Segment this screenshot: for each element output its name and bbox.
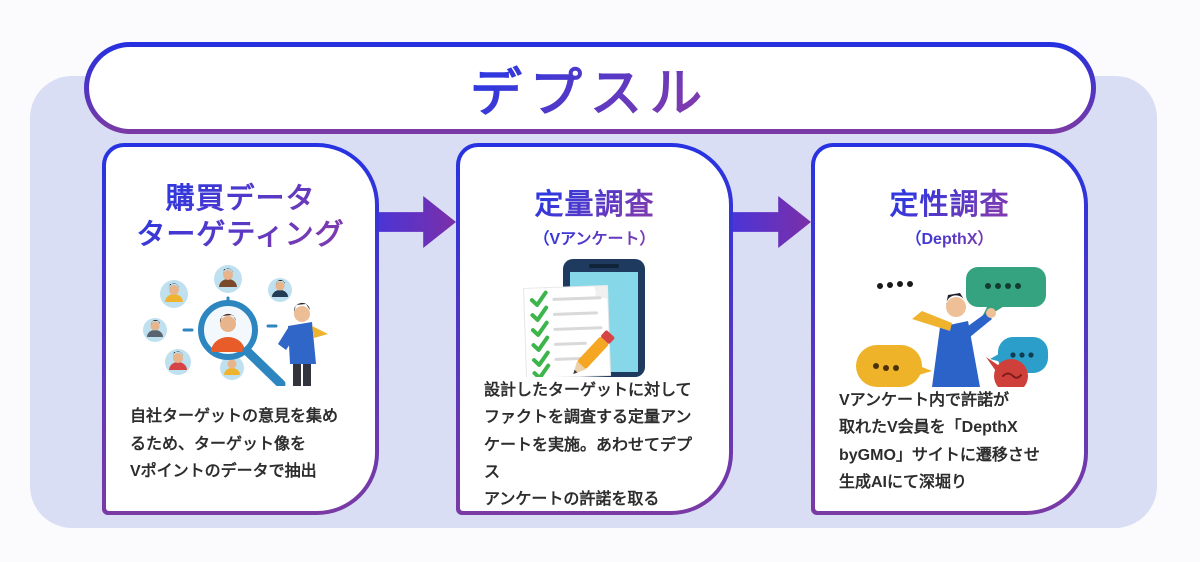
interview-discussion-illustration: [855, 267, 1048, 388]
speech-bubble-yellow-icon: [855, 345, 932, 388]
page-title: デプスル: [470, 51, 710, 126]
card-quantitative-survey: 定量調査 （Vアンケート）: [456, 143, 733, 515]
card-description: 設計したターゲットに対して ファクトを調査する定量アン ケートを実施。あわせてデ…: [484, 382, 693, 508]
title-banner: デプスル: [84, 42, 1096, 134]
pencil-icon: [572, 330, 614, 375]
checklist-paper-icon: [522, 285, 611, 378]
card-quantitative-survey-body: 定量調査 （Vアンケート）: [460, 147, 729, 511]
avatar-circles-icon: [142, 264, 292, 380]
speaker-figure-icon: [911, 293, 996, 388]
analyst-figure-icon: [277, 302, 328, 386]
ellipsis-dots-icon: [876, 281, 913, 290]
card-purchase-data-targeting: 購買データ ターゲティング: [102, 143, 379, 515]
card-heading: 定量調査: [534, 187, 654, 223]
card-heading: 定性調査: [889, 187, 1009, 223]
card-purchase-data-targeting-body: 購買データ ターゲティング: [106, 147, 375, 511]
card-description: 自社ターゲットの意見を集め るため、ターゲット像を Vポイントのデータで抽出: [130, 408, 339, 480]
speech-bubble-green-icon: [965, 267, 1046, 322]
speech-bubble-red-icon: [985, 357, 1028, 388]
survey-checklist-illustration: [522, 259, 645, 378]
card-qualitative-survey-body: 定性調査 （DepthX）: [815, 147, 1084, 511]
title-banner-inner: デプスル: [89, 47, 1091, 129]
card-subheading: （DepthX）: [905, 225, 993, 249]
card-heading: 購買データ ターゲティング: [136, 181, 344, 254]
card-description: Vアンケート内で許諾が 取れたV会員を「DepthX byGMO」サイトに遷移さ…: [839, 392, 1040, 491]
magnifier-icon: [197, 299, 285, 386]
card-qualitative-survey: 定性調査 （DepthX）: [811, 143, 1088, 515]
card-subheading: （Vアンケート）: [533, 225, 655, 249]
audience-targeting-illustration: [142, 264, 328, 386]
